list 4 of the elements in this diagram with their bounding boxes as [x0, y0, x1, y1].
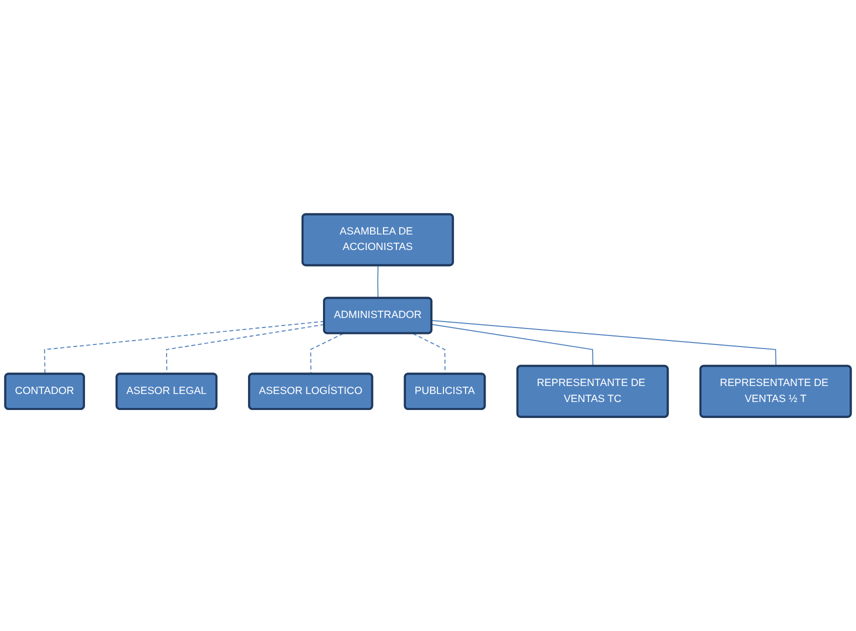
connector — [377, 265, 379, 299]
connector — [431, 320, 776, 367]
connector — [44, 320, 325, 374]
connector — [431, 324, 594, 367]
